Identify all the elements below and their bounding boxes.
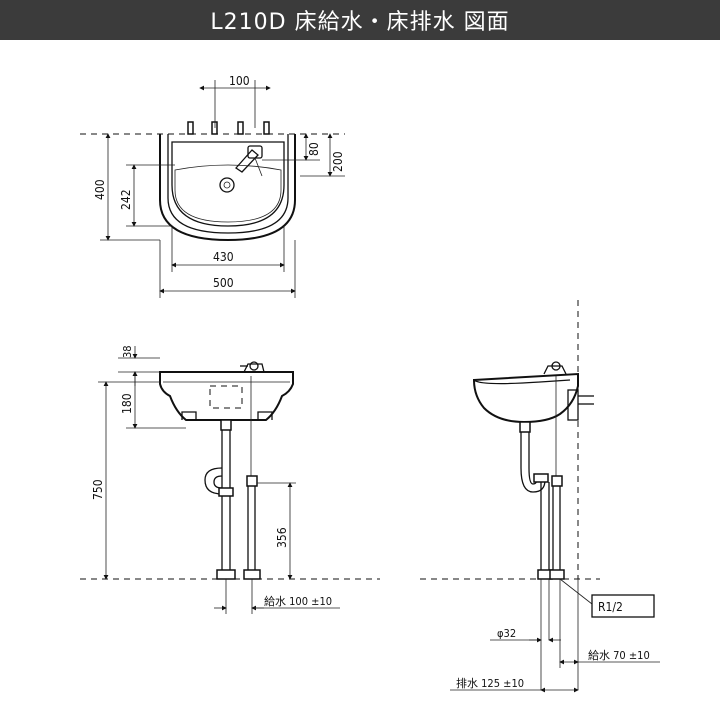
side-supply-label: 給水 70 ±10 — [588, 648, 650, 662]
dim-750: 750 — [91, 479, 105, 500]
side-view-supply-pipe — [549, 376, 565, 580]
dim-200: 200 — [331, 151, 345, 172]
dim-430: 430 — [213, 250, 234, 264]
front-supply-label: 給水 100 ±10 — [264, 594, 332, 608]
thread-callout: R1/2 — [591, 594, 655, 618]
dim-180: 180 — [120, 393, 134, 414]
title-bar: L210D 床給水・床排水 図面 — [0, 0, 720, 40]
dim-400: 400 — [93, 179, 107, 200]
dim-356: 356 — [275, 527, 289, 548]
dim-242: 242 — [119, 189, 133, 210]
front-view-drain-pipe — [204, 419, 236, 580]
dim-500: 500 — [213, 276, 234, 290]
top-view-basin — [159, 134, 296, 242]
front-view: 38 180 750 356 給水 100 ±10 — [80, 345, 380, 614]
dim-38: 38 — [121, 345, 134, 358]
dim-80: 80 — [307, 142, 321, 156]
top-view: 100 80 200 400 242 430 500 — [80, 74, 345, 298]
thread-label: R1/2 — [598, 600, 623, 614]
dim-100: 100 — [229, 74, 250, 88]
side-view: R1/2 φ32 給水 70 ±10 排水 125 ±10 — [420, 300, 660, 693]
side-view-drain-pipe — [519, 421, 553, 580]
side-drain-label: 排水 125 ±10 — [456, 676, 524, 690]
drawing-title: L210D 床給水・床排水 図面 — [210, 10, 510, 35]
top-view-brackets — [187, 121, 270, 135]
side-view-basin — [472, 361, 594, 424]
top-view-faucet — [235, 145, 263, 177]
diameter-label: φ32 — [497, 627, 516, 640]
front-view-supply-pipe — [243, 376, 261, 580]
front-view-basin — [159, 361, 294, 421]
